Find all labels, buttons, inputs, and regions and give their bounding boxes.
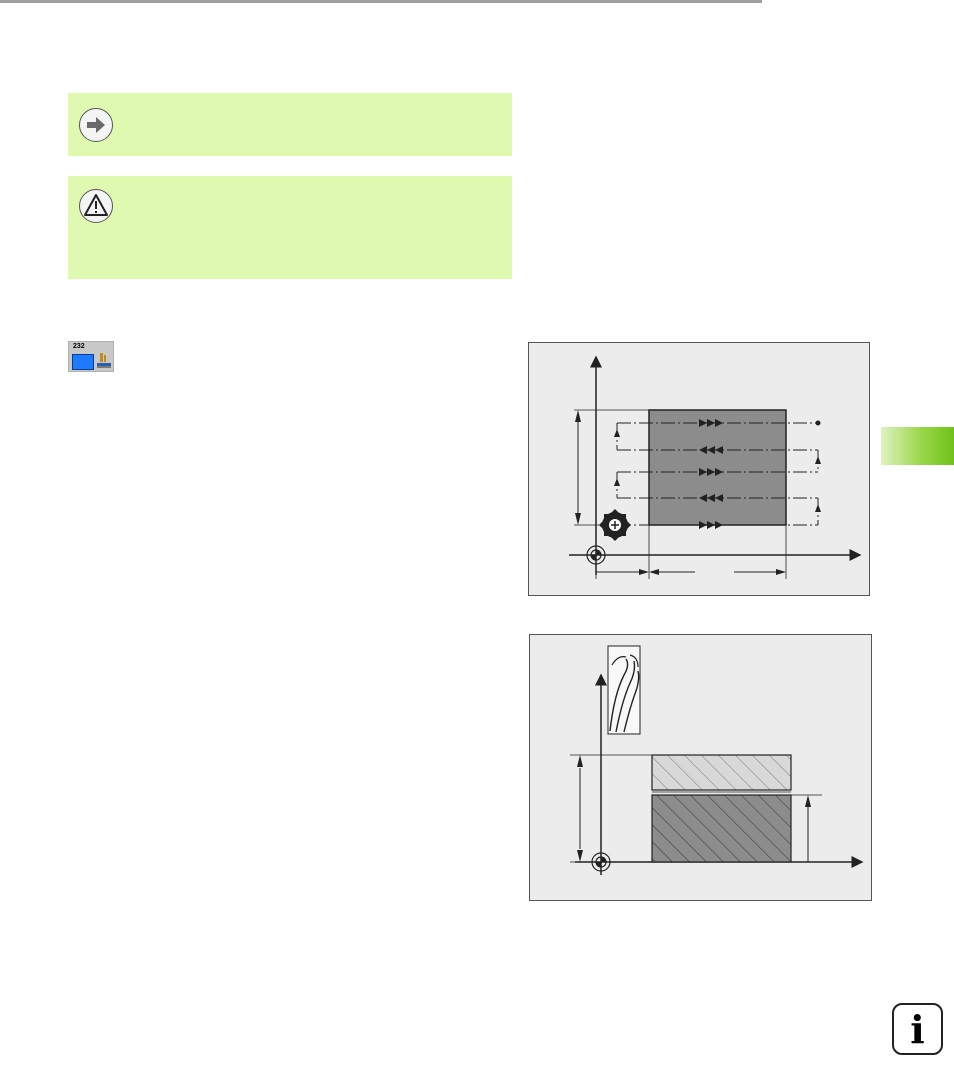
warning-triangle-icon: [79, 189, 113, 223]
header-rule: [0, 0, 762, 3]
note-box: [68, 93, 512, 156]
face-milling-path-figure: [528, 342, 870, 596]
chapter-tab: [881, 427, 954, 465]
end-mill-icon: [607, 645, 641, 735]
face-milling-path-drawing: [569, 355, 862, 579]
face-milling-depth-drawing: [570, 645, 864, 875]
softkey-blue-surface: [72, 354, 94, 370]
info-symbol: i: [910, 1007, 925, 1052]
warning-box: [68, 176, 512, 279]
milling-cutter-icon: [599, 509, 631, 541]
info-icon: i: [892, 1003, 943, 1055]
mini-tool-icon: [97, 353, 111, 368]
arrow-right-icon: [79, 108, 113, 142]
softkey-number: 232: [73, 343, 85, 350]
face-milling-depth-figure: [529, 634, 872, 901]
cycle-232-softkey-icon: 232: [68, 341, 114, 372]
